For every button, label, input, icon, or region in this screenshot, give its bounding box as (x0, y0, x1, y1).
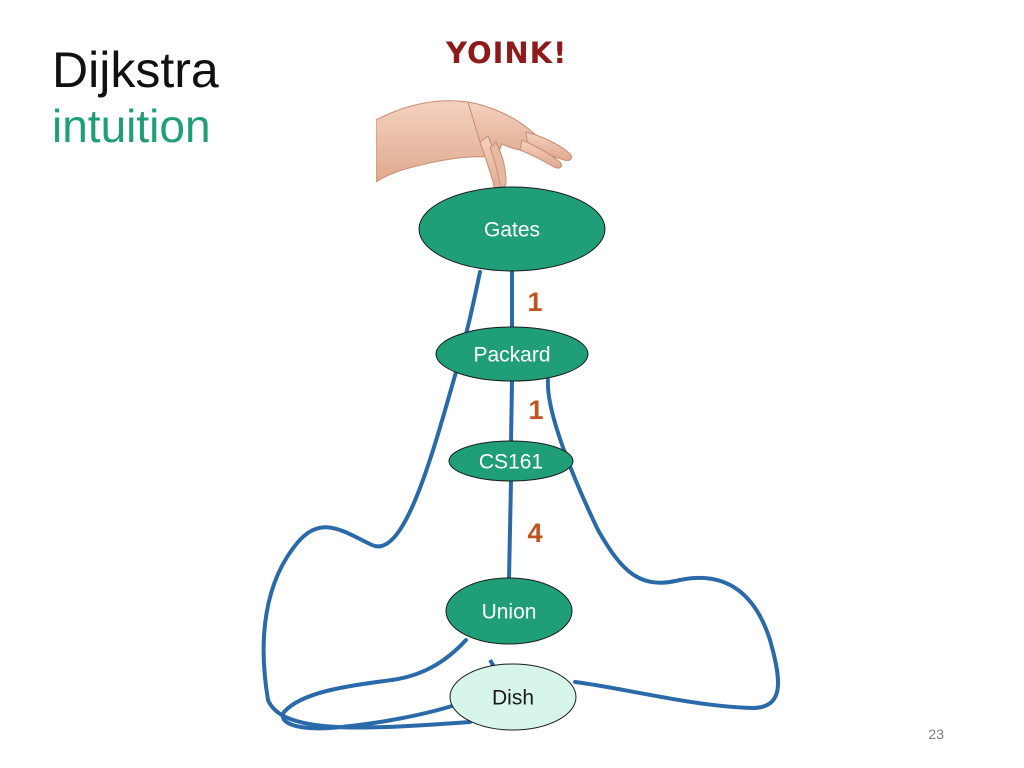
node-dish[interactable]: Dish (449, 663, 577, 731)
node-dish-shape (449, 663, 577, 731)
node-union-shape (445, 577, 573, 645)
node-dish-label: Dish (492, 687, 534, 710)
weight-gates-packard: 1 (527, 287, 542, 317)
yoink-exclamation: YOINK! (446, 36, 568, 70)
edge-packard-dish (545, 378, 780, 711)
page-number: 23 (928, 726, 944, 742)
node-packard-shape (435, 326, 589, 382)
title-line-2: intuition (52, 99, 211, 152)
node-gates[interactable]: Gates (418, 186, 606, 272)
edge-cs161-union (507, 479, 513, 581)
node-union[interactable]: Union (445, 577, 573, 645)
node-cs161-label: CS161 (479, 451, 543, 474)
title-line-1: Dijkstra (52, 42, 219, 98)
node-cs161[interactable]: CS161 (448, 440, 574, 482)
node-packard[interactable]: Packard (435, 326, 589, 382)
finger-2 (519, 139, 563, 169)
node-cs161-shape (448, 440, 574, 482)
edge-union-dish (280, 638, 468, 731)
node-gates-label: Gates (484, 219, 540, 242)
node-gates-shape (418, 186, 606, 272)
node-union-label: Union (482, 601, 537, 624)
weight-packard-cs161: 1 (528, 395, 543, 425)
weight-cs161-union: 4 (527, 518, 542, 548)
hand-illustration (376, 100, 572, 192)
edge-packard-cs161 (509, 379, 514, 444)
node-packard-label: Packard (473, 344, 550, 367)
slide-title: Dijkstra intuition (52, 42, 219, 152)
